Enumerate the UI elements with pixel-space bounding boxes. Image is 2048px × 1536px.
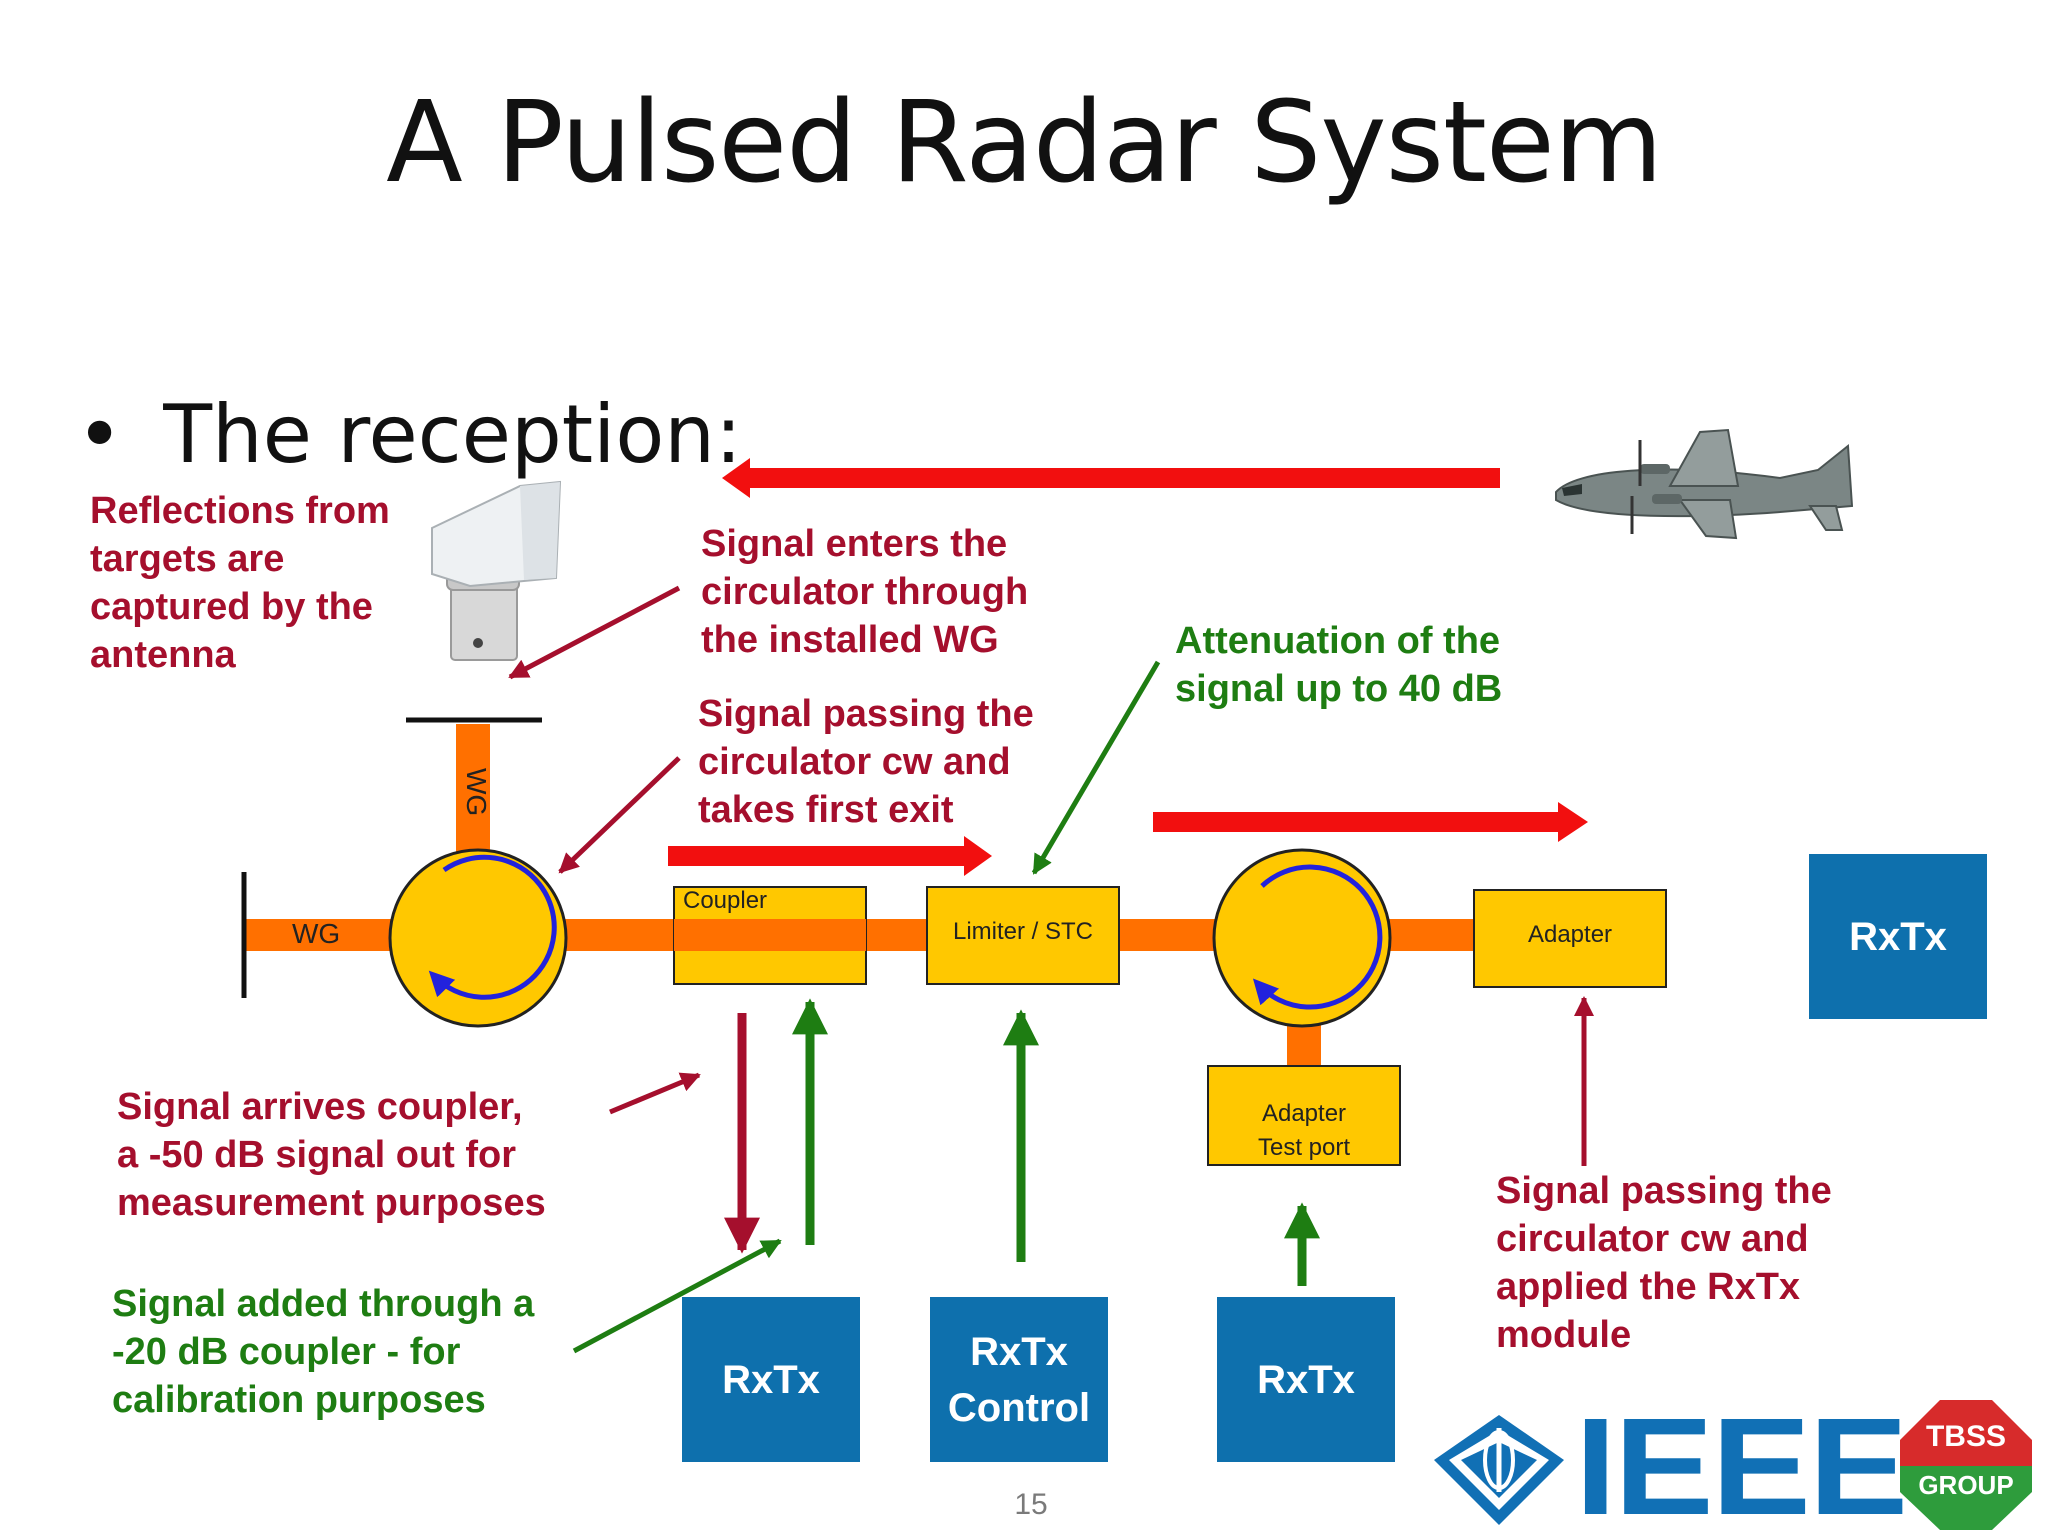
antenna-note: Reflections from targets are captured by… bbox=[90, 490, 390, 676]
antenna-image bbox=[431, 480, 562, 661]
pointer-antenna bbox=[508, 585, 681, 680]
ieee-logo-text: IEEE bbox=[1575, 1390, 1908, 1536]
adapter-box bbox=[1473, 889, 1667, 988]
rxtx-control-block: RxTx Control bbox=[930, 1297, 1108, 1462]
wg-label-vertical: WG bbox=[461, 768, 492, 817]
attenuation-note: Attenuation of the signal up to 40 dB bbox=[1175, 620, 1503, 710]
rxtx-block-right: RxTx bbox=[1809, 854, 1987, 1019]
calibration-note: Signal added through a -20 dB coupler - … bbox=[112, 1283, 535, 1421]
cw-signal-arrow-left bbox=[668, 836, 992, 876]
adapter-test-port-label: Adapter Test port bbox=[1257, 1100, 1351, 1161]
coupler-label: Coupler bbox=[683, 887, 768, 914]
page-number: 15 bbox=[1014, 1488, 1048, 1521]
tbss-logo-badge bbox=[1896, 1396, 2036, 1534]
bullet-point: • The reception: bbox=[76, 388, 742, 481]
slide-title: A Pulsed Radar System bbox=[386, 78, 1663, 208]
rxtx-block-3: RxTx bbox=[1217, 1297, 1395, 1462]
cw-signal-arrow-right bbox=[1153, 802, 1588, 842]
enters-circulator-note: Signal enters the circulator through the… bbox=[701, 523, 1029, 661]
bullet-dot-icon: • bbox=[76, 388, 124, 481]
pointer-coupler-output bbox=[609, 1072, 701, 1115]
tbss-logo-text: TBSS bbox=[1925, 1420, 2006, 1453]
pointer-calibration bbox=[572, 1238, 782, 1354]
adapter-label: Adapter bbox=[1527, 921, 1613, 948]
aircraft-image bbox=[1555, 428, 1854, 540]
circulator-2 bbox=[1212, 848, 1392, 1028]
pointer-enters-circulator bbox=[558, 756, 681, 874]
wg-label-horizontal: WG bbox=[292, 918, 341, 949]
limiter-label: Limiter / STC bbox=[952, 918, 1093, 945]
coupler-measurement-note: Signal arrives coupler, a -50 dB signal … bbox=[117, 1086, 546, 1224]
rxtx-block-1: RxTx bbox=[682, 1297, 860, 1462]
coupler-through-line bbox=[674, 919, 866, 951]
limiter-box bbox=[926, 886, 1120, 985]
first-exit-note: Signal passing the circulator cw and tak… bbox=[698, 693, 1034, 831]
return-signal-arrow bbox=[722, 458, 1500, 498]
circulator-1 bbox=[388, 848, 568, 1028]
bullet-text: The reception: bbox=[163, 388, 742, 481]
rxtx-applied-note: Signal passing the circulator cw and app… bbox=[1496, 1170, 1832, 1356]
adapter-test-port-box bbox=[1207, 1065, 1401, 1166]
tbss-group-text: GROUP bbox=[1918, 1470, 2014, 1500]
pointer-attenuation bbox=[1031, 660, 1161, 875]
ieee-logo-diamond bbox=[1434, 1415, 1564, 1525]
